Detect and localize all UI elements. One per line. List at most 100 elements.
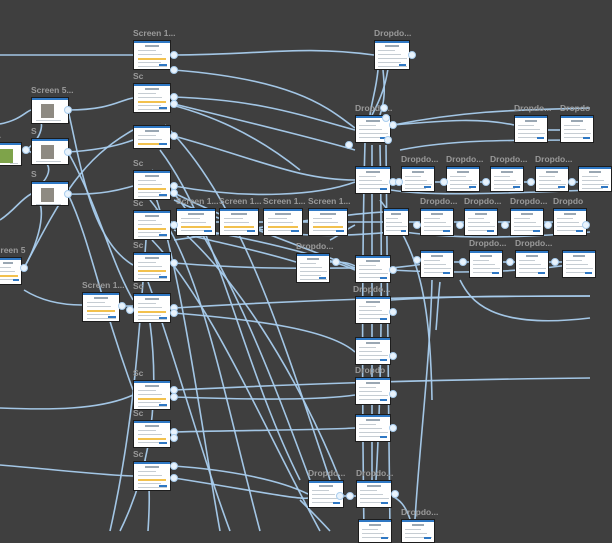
screen-thumbnail[interactable] bbox=[355, 337, 391, 365]
screen-thumbnail[interactable] bbox=[562, 250, 596, 278]
connector-handle[interactable] bbox=[64, 106, 72, 114]
connector-line[interactable] bbox=[151, 169, 311, 481]
screen-thumbnail[interactable] bbox=[355, 377, 391, 405]
screen-thumbnail[interactable] bbox=[401, 166, 435, 192]
screen-thumbnail[interactable] bbox=[578, 166, 612, 192]
connector-line[interactable] bbox=[369, 69, 379, 116]
connector-line[interactable] bbox=[173, 477, 309, 500]
connector-handle[interactable] bbox=[389, 121, 397, 129]
screen-thumbnail[interactable] bbox=[420, 250, 454, 278]
screen-thumbnail[interactable] bbox=[446, 166, 480, 192]
connector-handle[interactable] bbox=[170, 462, 178, 470]
connector-handle[interactable] bbox=[170, 393, 178, 401]
connector-line[interactable] bbox=[392, 107, 591, 126]
screen-thumbnail[interactable] bbox=[490, 166, 524, 192]
screen-thumbnail[interactable] bbox=[553, 208, 587, 236]
connector-handle[interactable] bbox=[459, 258, 467, 266]
connector-line[interactable] bbox=[67, 97, 134, 111]
connector-line[interactable] bbox=[173, 96, 356, 131]
connector-handle[interactable] bbox=[170, 474, 178, 482]
connector-handle[interactable] bbox=[391, 490, 399, 498]
screen-thumbnail[interactable] bbox=[355, 255, 391, 283]
screen-thumbnail[interactable] bbox=[358, 519, 392, 543]
connector-handle[interactable] bbox=[382, 114, 390, 122]
connector-line[interactable] bbox=[390, 295, 591, 301]
screen-thumbnail[interactable] bbox=[219, 208, 259, 236]
connector-handle[interactable] bbox=[389, 308, 397, 316]
connector-handle[interactable] bbox=[170, 259, 178, 267]
screen-thumbnail[interactable] bbox=[133, 420, 171, 448]
screen-thumbnail[interactable] bbox=[133, 380, 171, 410]
screen-thumbnail[interactable] bbox=[31, 138, 69, 165]
screen-thumbnail[interactable] bbox=[510, 208, 544, 236]
screen-thumbnail[interactable] bbox=[355, 296, 391, 324]
connector-line[interactable] bbox=[392, 119, 515, 126]
screen-thumbnail[interactable] bbox=[133, 125, 171, 149]
screen-thumbnail[interactable] bbox=[560, 115, 594, 143]
connector-handle[interactable] bbox=[389, 266, 397, 274]
connector-handle[interactable] bbox=[170, 51, 178, 59]
connector-handle[interactable] bbox=[170, 132, 178, 140]
connector-handle[interactable] bbox=[506, 258, 514, 266]
connector-handle[interactable] bbox=[551, 258, 559, 266]
connector-handle[interactable] bbox=[64, 148, 72, 156]
connector-handle[interactable] bbox=[170, 434, 178, 442]
connector-handle[interactable] bbox=[332, 258, 340, 266]
screen-thumbnail[interactable] bbox=[464, 208, 498, 236]
connector-handle[interactable] bbox=[527, 178, 535, 186]
connector-line[interactable] bbox=[173, 262, 356, 270]
connector-handle[interactable] bbox=[582, 221, 590, 229]
screen-thumbnail[interactable] bbox=[401, 519, 435, 543]
screen-thumbnail[interactable] bbox=[514, 115, 548, 143]
connector-line[interactable] bbox=[173, 377, 591, 391]
connector-line[interactable] bbox=[159, 149, 301, 481]
connector-handle[interactable] bbox=[440, 178, 448, 186]
connector-handle[interactable] bbox=[408, 51, 416, 59]
connector-line[interactable] bbox=[164, 124, 331, 481]
connector-handle[interactable] bbox=[389, 390, 397, 398]
connector-line[interactable] bbox=[391, 495, 411, 520]
connector-handle[interactable] bbox=[456, 221, 464, 229]
screen-thumbnail[interactable] bbox=[515, 250, 549, 278]
connector-line[interactable] bbox=[0, 464, 134, 477]
connector-line[interactable] bbox=[173, 103, 356, 151]
connector-line[interactable] bbox=[0, 193, 32, 221]
connector-handle[interactable] bbox=[346, 492, 354, 500]
connector-handle[interactable] bbox=[384, 136, 392, 144]
connector-handle[interactable] bbox=[170, 66, 178, 74]
connector-handle[interactable] bbox=[389, 424, 397, 432]
connector-handle[interactable] bbox=[126, 306, 134, 314]
connector-line[interactable] bbox=[173, 49, 375, 56]
screen-thumbnail[interactable] bbox=[356, 480, 392, 508]
connector-handle[interactable] bbox=[336, 492, 344, 500]
connector-line[interactable] bbox=[23, 289, 83, 306]
connector-line[interactable] bbox=[173, 394, 356, 400]
connector-line[interactable] bbox=[459, 279, 591, 322]
screen-thumbnail[interactable] bbox=[374, 40, 410, 70]
screen-thumbnail[interactable] bbox=[0, 257, 22, 285]
screen-thumbnail[interactable] bbox=[133, 83, 171, 113]
connector-line[interactable] bbox=[173, 181, 356, 196]
screen-thumbnail[interactable] bbox=[133, 461, 171, 491]
screen-thumbnail[interactable] bbox=[535, 166, 569, 192]
connector-handle[interactable] bbox=[568, 178, 576, 186]
connector-line[interactable] bbox=[67, 185, 134, 195]
screen-thumbnail[interactable] bbox=[176, 208, 216, 236]
connector-line[interactable] bbox=[67, 109, 134, 266]
connector-handle[interactable] bbox=[395, 178, 403, 186]
connector-line[interactable] bbox=[23, 129, 134, 269]
connector-handle[interactable] bbox=[170, 221, 178, 229]
connector-handle[interactable] bbox=[170, 100, 178, 108]
connector-handle[interactable] bbox=[501, 221, 509, 229]
connector-handle[interactable] bbox=[345, 141, 353, 149]
screen-thumbnail[interactable] bbox=[133, 40, 171, 70]
connector-line[interactable] bbox=[173, 135, 356, 181]
screen-thumbnail[interactable] bbox=[355, 166, 391, 194]
connector-handle[interactable] bbox=[380, 104, 388, 112]
screen-thumbnail[interactable] bbox=[31, 181, 69, 206]
connector-handle[interactable] bbox=[64, 190, 72, 198]
connector-line[interactable] bbox=[173, 69, 356, 129]
screen-thumbnail[interactable] bbox=[263, 208, 303, 236]
connector-line[interactable] bbox=[399, 139, 591, 151]
